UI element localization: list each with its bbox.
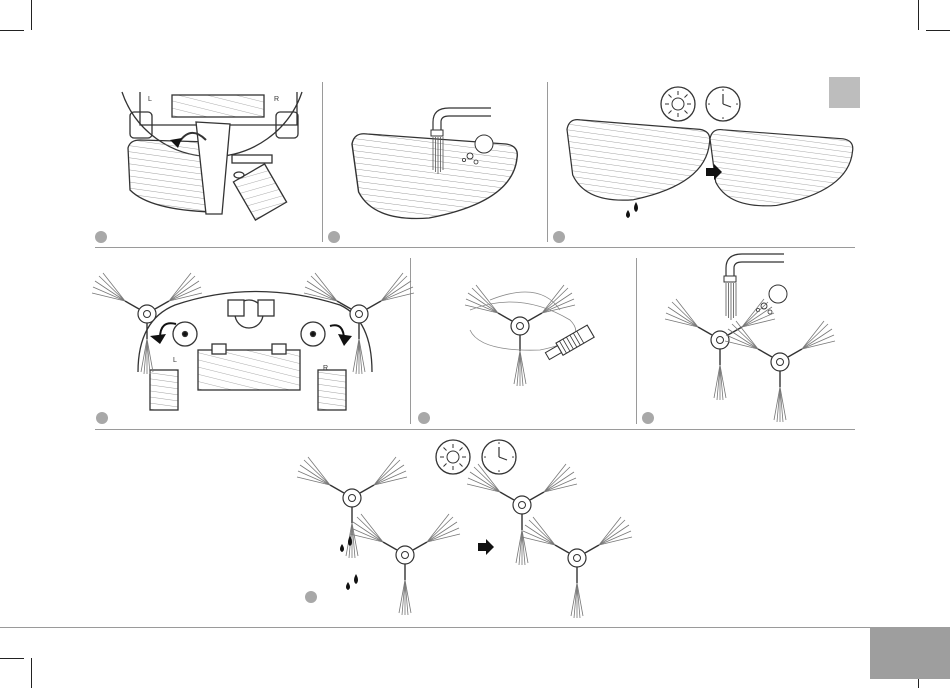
robot-label-left: L	[148, 96, 152, 103]
robot-label-left-2: L	[173, 357, 177, 364]
sun-icon	[661, 87, 695, 121]
water-drops-icon	[626, 202, 638, 218]
robot-label-right-2: R	[323, 365, 328, 372]
scissors-icon	[544, 325, 594, 362]
panel-mop-remove	[122, 92, 302, 220]
panel-mop-rinse	[352, 108, 517, 218]
robot-label-right: R	[274, 96, 279, 103]
clock-icon	[706, 87, 740, 121]
panel-brush-dry	[297, 440, 632, 618]
panel-brush-cut-hair	[465, 285, 594, 386]
panel-brush-rinse	[665, 254, 835, 422]
panel-brush-remove	[138, 292, 372, 411]
panel-mop-dry	[567, 87, 853, 218]
